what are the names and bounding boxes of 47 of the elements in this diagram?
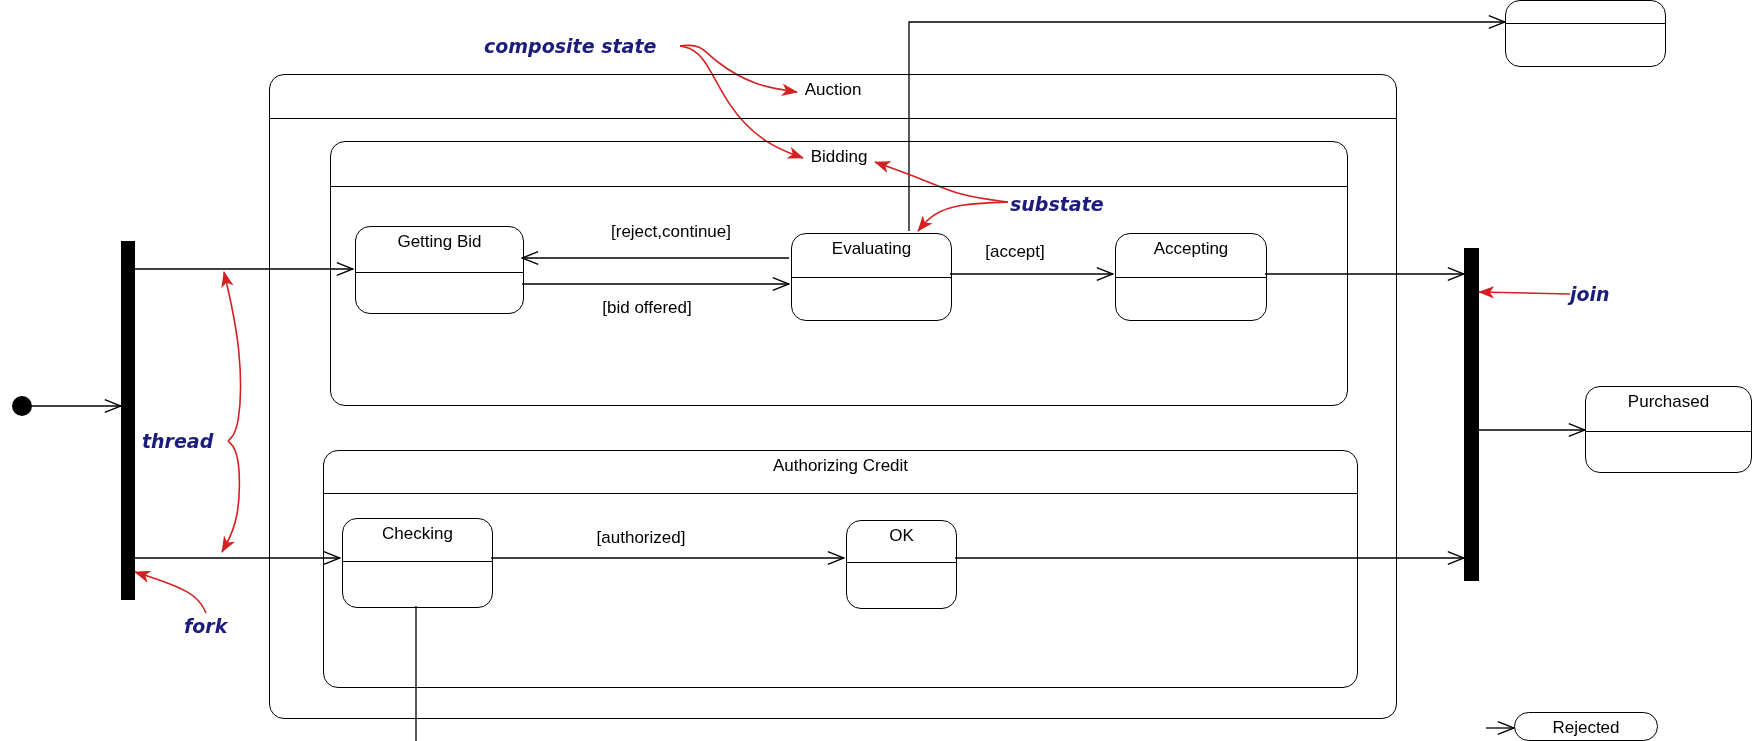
transition-arrow (521, 277, 790, 291)
state-box (1115, 233, 1267, 321)
transition-arrow (1485, 721, 1515, 735)
transition-arrow (134, 551, 341, 565)
state-name: Checking (381, 523, 454, 545)
transition-arrow (521, 251, 790, 265)
leader-arrow (679, 45, 804, 159)
state-box (846, 520, 957, 609)
edge-label: [authorized] (594, 528, 688, 548)
annotation-label: composite state (484, 33, 680, 59)
state-name: Bidding (809, 146, 869, 168)
state-box (1505, 0, 1666, 67)
transition-arrow (1478, 423, 1586, 437)
state-name: OK (888, 525, 915, 547)
state-name: Purchased (1626, 391, 1711, 413)
edge-label: [bid offered] (600, 298, 694, 318)
state-box (791, 233, 952, 321)
transition-arrow (954, 551, 1465, 565)
state-box (355, 226, 524, 314)
synchronization-bar (121, 241, 135, 600)
edge-label: [accept] (983, 242, 1047, 262)
transition-arrow (490, 551, 845, 565)
transition-arrow (949, 267, 1114, 281)
state-name: Accepting (1152, 238, 1230, 260)
transition-arrow (31, 399, 122, 413)
state-name: Evaluating (830, 238, 913, 260)
annotation-label: substate (1010, 191, 1122, 217)
annotation-label: thread (142, 428, 228, 454)
annotation-label: fork (184, 613, 236, 639)
state-name: Getting Bid (396, 231, 483, 253)
edge-label: [reject,continue] (609, 222, 733, 242)
leader-arrow (134, 570, 207, 614)
state-name: Auction (803, 79, 863, 101)
leader-arrow (917, 201, 1009, 232)
transition-arrow (908, 15, 1506, 232)
leader-arrow (221, 440, 241, 553)
state-box (1585, 386, 1752, 473)
synchronization-bar (1464, 248, 1479, 581)
transition-arrow (134, 262, 354, 276)
initial-state-dot (12, 396, 32, 416)
state-name: Authorizing Credit (771, 455, 910, 477)
state-box (342, 518, 493, 608)
state-name: Rejected (1551, 717, 1621, 739)
leader-arrow (1478, 286, 1571, 299)
leader-arrow (679, 44, 798, 97)
leader-arrow (221, 271, 242, 442)
transition-arrow (1264, 267, 1465, 281)
